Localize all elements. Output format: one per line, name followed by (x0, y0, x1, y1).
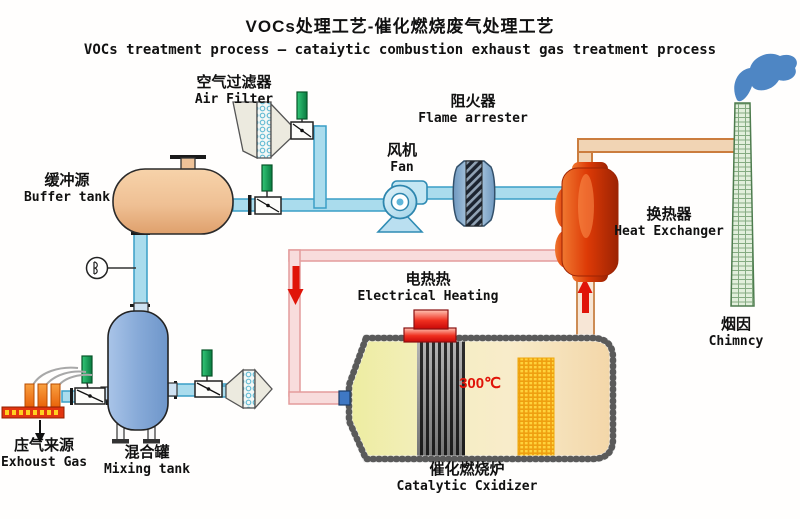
stack (37, 383, 48, 409)
stack (50, 383, 61, 409)
pipe-buffer-to-mixing (133, 232, 148, 314)
buffer-tank-body (112, 168, 234, 235)
insulated-shell-border (345, 334, 617, 463)
fan-cn-text: 风机 (386, 142, 418, 159)
pipe-hx-to-chimney (577, 138, 739, 153)
mixing-outlet-filter-unit (215, 368, 273, 410)
smoke-plume-icon (734, 53, 797, 102)
catalytic-oxidizer-furnace (338, 309, 617, 463)
pipe-hx-return-top (288, 249, 561, 262)
flow-arrow-down-icon (287, 266, 304, 305)
label-mixing-tank: 混合罐 Mixing tank (104, 444, 190, 478)
air-filter-outlet-cone (270, 102, 292, 159)
catalyst-bed (517, 357, 555, 457)
pipe-oxidizer-inlet (288, 391, 346, 405)
chimney-stack (730, 53, 797, 307)
heat-exchanger-en-text: Heat Exchanger (614, 224, 724, 240)
flame-arrester-cn-text: 阻火器 (450, 93, 496, 110)
smoke-lines-icon (32, 366, 93, 386)
chimney-en-text: Chimncy (708, 334, 764, 350)
air-filter-en-text: Air Filter (194, 92, 274, 108)
title-cn-text: VOCs处理工艺-催化燃烧废气处理工艺 (245, 17, 555, 36)
exhaust-gas-en-text: Exhoust Gas (0, 455, 88, 471)
valve-actuator-icon (261, 164, 273, 192)
buffer-tank-vessel (112, 155, 234, 235)
title-en-text: VOCs treatment process — cataiytic combu… (83, 42, 717, 58)
label-electrical-heating: 电热热 Electrical Heating (358, 271, 499, 305)
valve-exhaust-source (74, 355, 106, 405)
valve-mixing-outlet (194, 349, 223, 398)
flame-arrester-en-text: Flame arrester (418, 111, 528, 127)
air-filter-unit (232, 101, 292, 160)
valve-air-filter (290, 91, 314, 140)
chimney-body (730, 102, 755, 307)
fan-blower (376, 180, 428, 233)
buffer-tank-en-text: Buffer tank (23, 190, 111, 206)
pipe-exhaust-to-valve (61, 390, 77, 403)
catalytic-oxidizer-cn-text: 催化燃烧炉 (429, 461, 505, 478)
pipe-network-recirculation (288, 249, 561, 405)
flow-arrow-up-icon (577, 278, 593, 313)
electrical-heating-en-text: Electrical Heating (357, 289, 499, 305)
valve-buffer-outlet (254, 164, 282, 215)
mixing-tank-right-nozzle (167, 382, 178, 397)
catalytic-oxidizer-en-text: Catalytic Cxidizer (396, 479, 538, 495)
oxidizer-body (349, 338, 613, 459)
flame-arrester-element (465, 160, 483, 227)
mixing-tank-en-text: Mixing tank (103, 462, 191, 478)
filter-inlet-cone (225, 368, 244, 410)
filter-mesh (242, 369, 256, 409)
label-catalytic-oxidizer: 催化燃烧炉 Catalytic Cxidizer (397, 461, 538, 495)
flange (248, 195, 252, 215)
valve-actuator-icon (81, 355, 93, 384)
air-filter-inlet-cone (232, 101, 258, 160)
page-title: VOCs处理工艺-催化燃烧废气处理工艺 VOCs treatment proce… (84, 12, 716, 58)
flange (70, 388, 73, 405)
base-dashes (5, 410, 58, 415)
highlight (578, 174, 594, 238)
oxidizer-inlet-nozzle (338, 390, 351, 406)
tank-foot (143, 439, 160, 444)
air-filter-mesh (256, 101, 272, 159)
electrical-heating-cn-text: 电热热 (405, 271, 451, 288)
electric-heater-base (403, 327, 457, 343)
tank-foot (112, 439, 129, 444)
label-exhaust-gas: 庒气来源 Exhoust Gas (1, 437, 87, 471)
label-heat-exchanger: 换热器 Heat Exchanger (614, 206, 724, 240)
heat-exchanger-cn-text: 换热器 (646, 206, 692, 223)
exhaust-gas-source (1, 366, 93, 443)
stack (24, 383, 35, 409)
exhaust-gas-cn-text: 庒气来源 (13, 437, 74, 454)
pipe-airfilter-drop (313, 125, 327, 209)
manhole-cap (170, 155, 206, 159)
label-air-filter: 空气过滤器 Air Filter (195, 74, 273, 108)
temperature-label: 300℃ (459, 375, 501, 392)
chimney-cn-text: 烟因 (720, 316, 752, 333)
label-buffer-tank: 缓冲源 Buffer tank (24, 172, 110, 206)
pressure-gauge-icon (85, 256, 136, 280)
label-flame-arrester: 阻火器 Flame arrester (418, 93, 528, 127)
valve-actuator-icon (201, 349, 213, 377)
flame-arrester-unit (452, 160, 496, 227)
valve-actuator-icon (296, 91, 308, 120)
buffer-tank-cn-text: 缓冲源 (44, 172, 90, 189)
filter-outlet-cone (254, 368, 273, 410)
fan-en-text: Fan (390, 160, 414, 176)
mixing-tank-body (107, 310, 169, 431)
mixing-tank-cn-text: 混合罐 (124, 444, 170, 461)
label-fan: 风机 Fan (387, 142, 417, 176)
fan-shaft (396, 198, 404, 206)
air-filter-cn-text: 空气过滤器 (196, 74, 272, 91)
electric-heater-top (413, 309, 449, 330)
mixing-tank-vessel (100, 302, 178, 444)
heat-exchanger-vessel (555, 162, 619, 282)
label-chimney: 烟因 Chimncy (709, 316, 764, 350)
